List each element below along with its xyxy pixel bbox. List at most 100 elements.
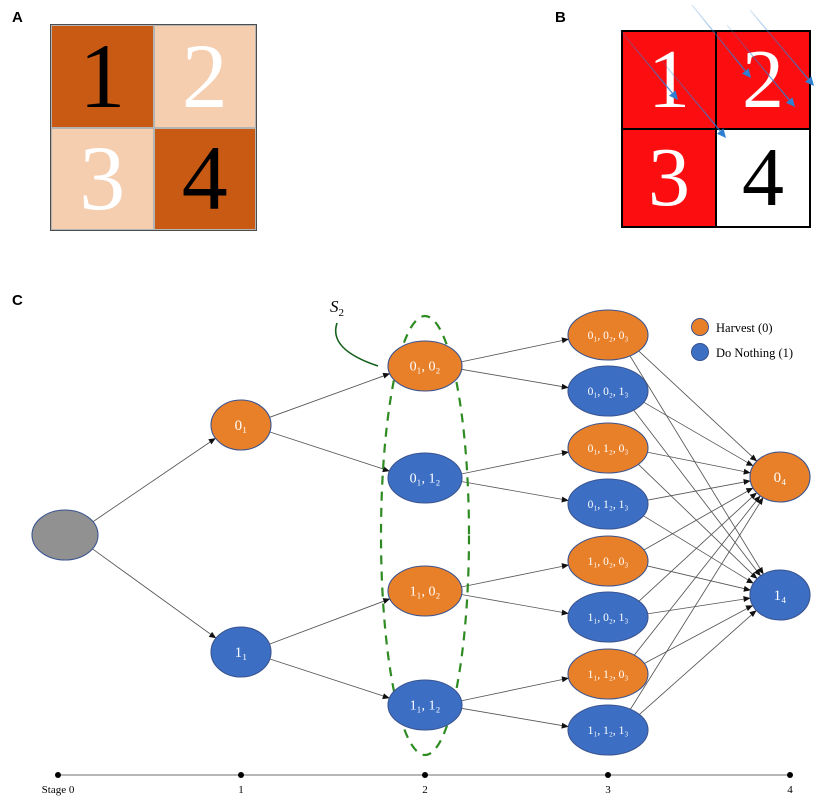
panel-b-cell-4: 4 xyxy=(716,129,810,227)
tree-node-0_1-0_2[interactable]: 0₁, 0₂ xyxy=(387,340,463,392)
node-ellipse xyxy=(567,422,649,474)
node-ellipse xyxy=(567,704,649,756)
panel-a-cell-1: 1 xyxy=(51,25,154,128)
tree-node-s3_6[interactable]: 1₁, 0₂, 1₃ xyxy=(567,591,649,643)
tree-edge xyxy=(269,598,391,645)
node-ellipse xyxy=(567,648,649,700)
tree-node-s3_4[interactable]: 0₁, 1₂, 1₃ xyxy=(567,478,649,530)
edge-arrowhead-icon xyxy=(743,468,751,475)
tree-node-1_1-0_2[interactable]: 1₁, 0₂ xyxy=(387,565,463,617)
node-ellipse xyxy=(210,399,272,451)
node-ellipse xyxy=(210,626,272,678)
tree-edge xyxy=(461,451,570,475)
panel-a-cell-3: 3 xyxy=(51,127,154,230)
stage-2-selection-ellipse xyxy=(379,314,471,757)
tree-node-root[interactable] xyxy=(31,509,99,561)
tree-edges xyxy=(91,337,764,729)
edge-arrowhead-icon xyxy=(561,609,569,616)
tree-node-s3_1[interactable]: 0₁, 0₂, 0₃ xyxy=(567,309,649,361)
legend-swatch-icon xyxy=(691,318,709,336)
stage-axis-tick xyxy=(787,772,793,778)
tree-node-0_4[interactable]: 0₄ xyxy=(749,451,811,503)
tree-edge xyxy=(638,609,757,716)
tree-edge xyxy=(461,677,570,702)
tree-edge xyxy=(461,338,570,363)
tree-node-0_1-1_2[interactable]: 0₁, 1₂ xyxy=(387,452,463,504)
panel-b-cell-2: 2 xyxy=(716,31,810,129)
edge-arrowhead-icon xyxy=(382,372,391,379)
legend-label: Harvest (0) xyxy=(716,321,773,335)
node-ellipse xyxy=(567,535,649,587)
tree-node-1_1-1_2[interactable]: 1₁, 1₂ xyxy=(387,679,463,731)
edge-arrowhead-icon xyxy=(745,605,754,611)
panel-b-cell-3: 3 xyxy=(622,129,716,227)
edge-arrowhead-icon xyxy=(561,383,569,390)
tree-edge xyxy=(638,492,758,602)
edge-arrowhead-icon xyxy=(749,454,758,462)
edge-arrowhead-icon xyxy=(743,585,751,592)
edge-arrowhead-icon xyxy=(743,478,751,485)
tree-edge xyxy=(269,658,390,699)
edge-arrowhead-icon xyxy=(746,577,754,584)
edge-arrowhead-icon xyxy=(561,496,569,503)
stage-axis-label: 3 xyxy=(605,784,611,796)
panel-label-a: A xyxy=(12,9,23,26)
edge-arrowhead-icon xyxy=(749,492,757,500)
edge-arrowhead-icon xyxy=(382,693,390,700)
edge-arrowhead-icon xyxy=(382,598,391,604)
tree-edge xyxy=(647,480,751,501)
edge-arrowhead-icon xyxy=(561,722,569,729)
edge-arrowhead-icon xyxy=(561,563,569,570)
tree-edge xyxy=(92,437,217,523)
edge-arrowhead-icon xyxy=(754,568,761,577)
stage-axis-tick xyxy=(422,772,428,778)
tree-edge xyxy=(633,495,761,656)
tree-node-1_1[interactable]: 1₁ xyxy=(210,626,272,678)
tree-edge xyxy=(461,594,569,614)
tree-edge xyxy=(643,487,754,551)
tree-node-s3_2[interactable]: 0₁, 0₂, 1₃ xyxy=(567,365,649,417)
tree-node-s3_5[interactable]: 1₁, 0₂, 0₃ xyxy=(567,535,649,587)
stage-axis-label: 1 xyxy=(238,784,244,796)
edge-arrowhead-icon xyxy=(208,438,216,445)
tree-node-1_4[interactable]: 1₄ xyxy=(749,569,811,621)
edge-arrowhead-icon xyxy=(753,495,761,503)
tree-edge xyxy=(637,463,758,580)
node-ellipse xyxy=(31,509,99,561)
tree-edge xyxy=(647,597,751,615)
tree-edge xyxy=(642,515,754,584)
tree-node-s3_7[interactable]: 1₁, 1₂, 0₃ xyxy=(567,648,649,700)
tree-edge xyxy=(646,565,751,591)
panel-b-cell-1: 1 xyxy=(622,31,716,129)
set-s2-subscript: 2 xyxy=(339,307,345,319)
stage-axis-label: 2 xyxy=(422,784,428,796)
stage-axis-label: Stage 0 xyxy=(42,784,75,796)
node-ellipse xyxy=(567,309,649,361)
panel-a-cell-4: 4 xyxy=(153,127,256,230)
edge-arrowhead-icon xyxy=(561,676,569,683)
set-s2-label: S2 xyxy=(330,297,344,319)
tree-node-0_1[interactable]: 0₁ xyxy=(210,399,272,451)
node-ellipse xyxy=(387,679,463,731)
tree-node-s3_3[interactable]: 0₁, 1₂, 0₃ xyxy=(567,422,649,474)
edge-arrowhead-icon xyxy=(743,596,751,603)
node-ellipse xyxy=(567,478,649,530)
tree-edge xyxy=(461,707,569,728)
node-ellipse xyxy=(567,591,649,643)
tree-edge xyxy=(269,431,390,472)
panel-label-b: B xyxy=(555,9,566,26)
edge-arrowhead-icon xyxy=(750,572,758,579)
tree-node-s3_8[interactable]: 1₁, 1₂, 1₃ xyxy=(567,704,649,756)
tree-edge xyxy=(638,350,758,462)
panel-label-c: C xyxy=(12,292,23,309)
stage-axis-tick xyxy=(238,772,244,778)
legend-entry-do-nothing: Do Nothing (1) xyxy=(691,343,793,361)
node-ellipse xyxy=(387,340,463,392)
panel-a-cell-2: 2 xyxy=(153,25,256,128)
set-s2-pointer-arrow xyxy=(334,322,379,367)
